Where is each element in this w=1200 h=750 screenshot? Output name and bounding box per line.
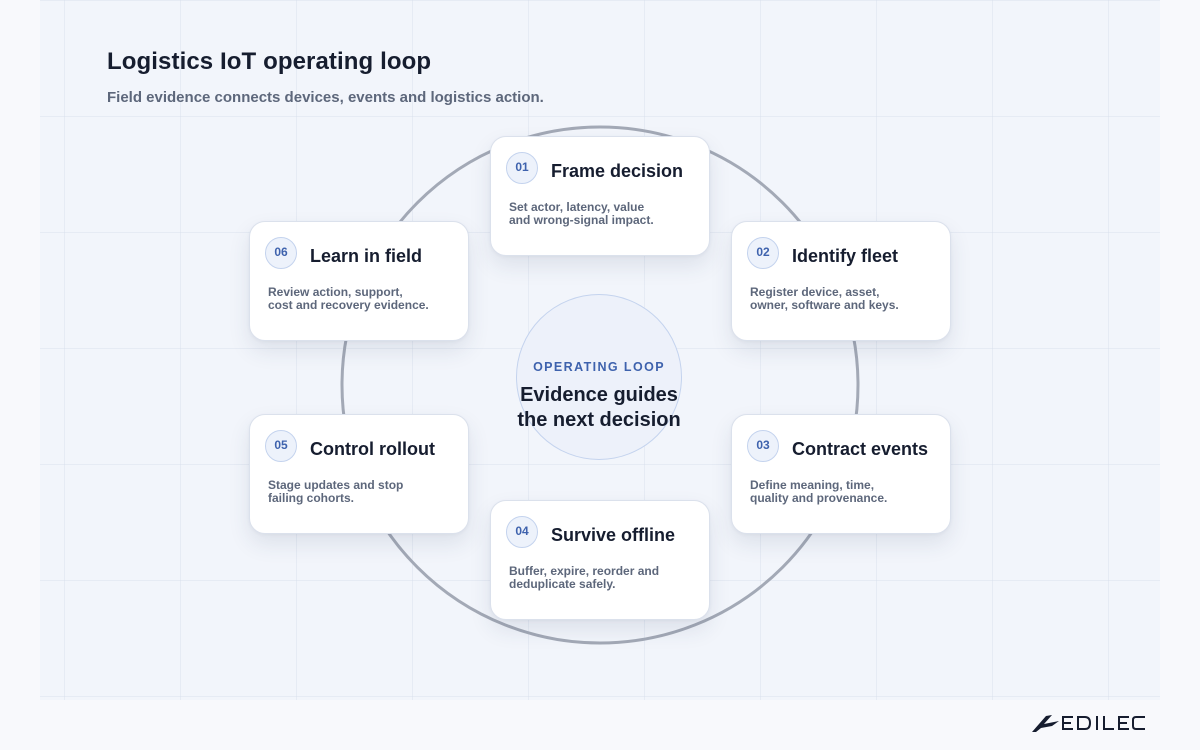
step-number-badge: 04: [506, 516, 538, 548]
step-description: Stage updates and stop failing cohorts.: [268, 478, 404, 505]
step-card-identify-fleet[interactable]: 02 Identify fleet Register device, asset…: [731, 221, 951, 341]
step-number-badge: 03: [747, 430, 779, 462]
step-title: Survive offline: [551, 525, 676, 545]
step-description: Define meaning, time, quality and proven…: [750, 478, 888, 505]
center-statement: Evidence guides the next decision: [497, 383, 701, 433]
step-title: Learn in field: [310, 246, 423, 266]
edilec-logo: [1032, 715, 1145, 732]
step-description: Set actor, latency, value and wrong-sign…: [509, 200, 654, 227]
step-title: Frame decision: [551, 161, 684, 181]
center-hub: OPERATING LOOP Evidence guides the next …: [516, 294, 682, 460]
edilec-logo-wordmark: [1062, 716, 1145, 730]
step-card-learn-in-field[interactable]: 06 Learn in field Review action, support…: [249, 221, 469, 341]
loop-ring-circle: [340, 125, 860, 645]
center-eyebrow: OPERATING LOOP: [533, 360, 665, 374]
step-description: Review action, support, cost and recover…: [268, 285, 429, 312]
step-number-badge: 06: [265, 237, 297, 269]
step-description: Register device, asset, owner, software …: [750, 285, 899, 312]
step-title: Identify fleet: [792, 246, 899, 266]
step-card-control-rollout[interactable]: 05 Control rollout Stage updates and sto…: [249, 414, 469, 534]
step-number-badge: 05: [265, 430, 297, 462]
step-card-frame-decision[interactable]: 01 Frame decision Set actor, latency, va…: [490, 136, 710, 256]
step-number-badge: 01: [506, 152, 538, 184]
step-title: Control rollout: [310, 439, 435, 459]
page-subtitle: Field evidence connects devices, events …: [107, 89, 544, 106]
page-title: Logistics IoT operating loop: [107, 48, 432, 75]
step-card-survive-offline[interactable]: 04 Survive offline Buffer, expire, reord…: [490, 500, 710, 620]
step-title: Contract events: [792, 439, 929, 459]
center-statement-text: Evidence guides the next decision: [517, 384, 681, 431]
step-card-contract-events[interactable]: 03 Contract events Define meaning, time,…: [731, 414, 951, 534]
step-description: Buffer, expire, reorder and deduplicate …: [509, 564, 660, 591]
step-number-badge: 02: [747, 237, 779, 269]
edilec-logo-mark-icon: [1032, 715, 1059, 732]
